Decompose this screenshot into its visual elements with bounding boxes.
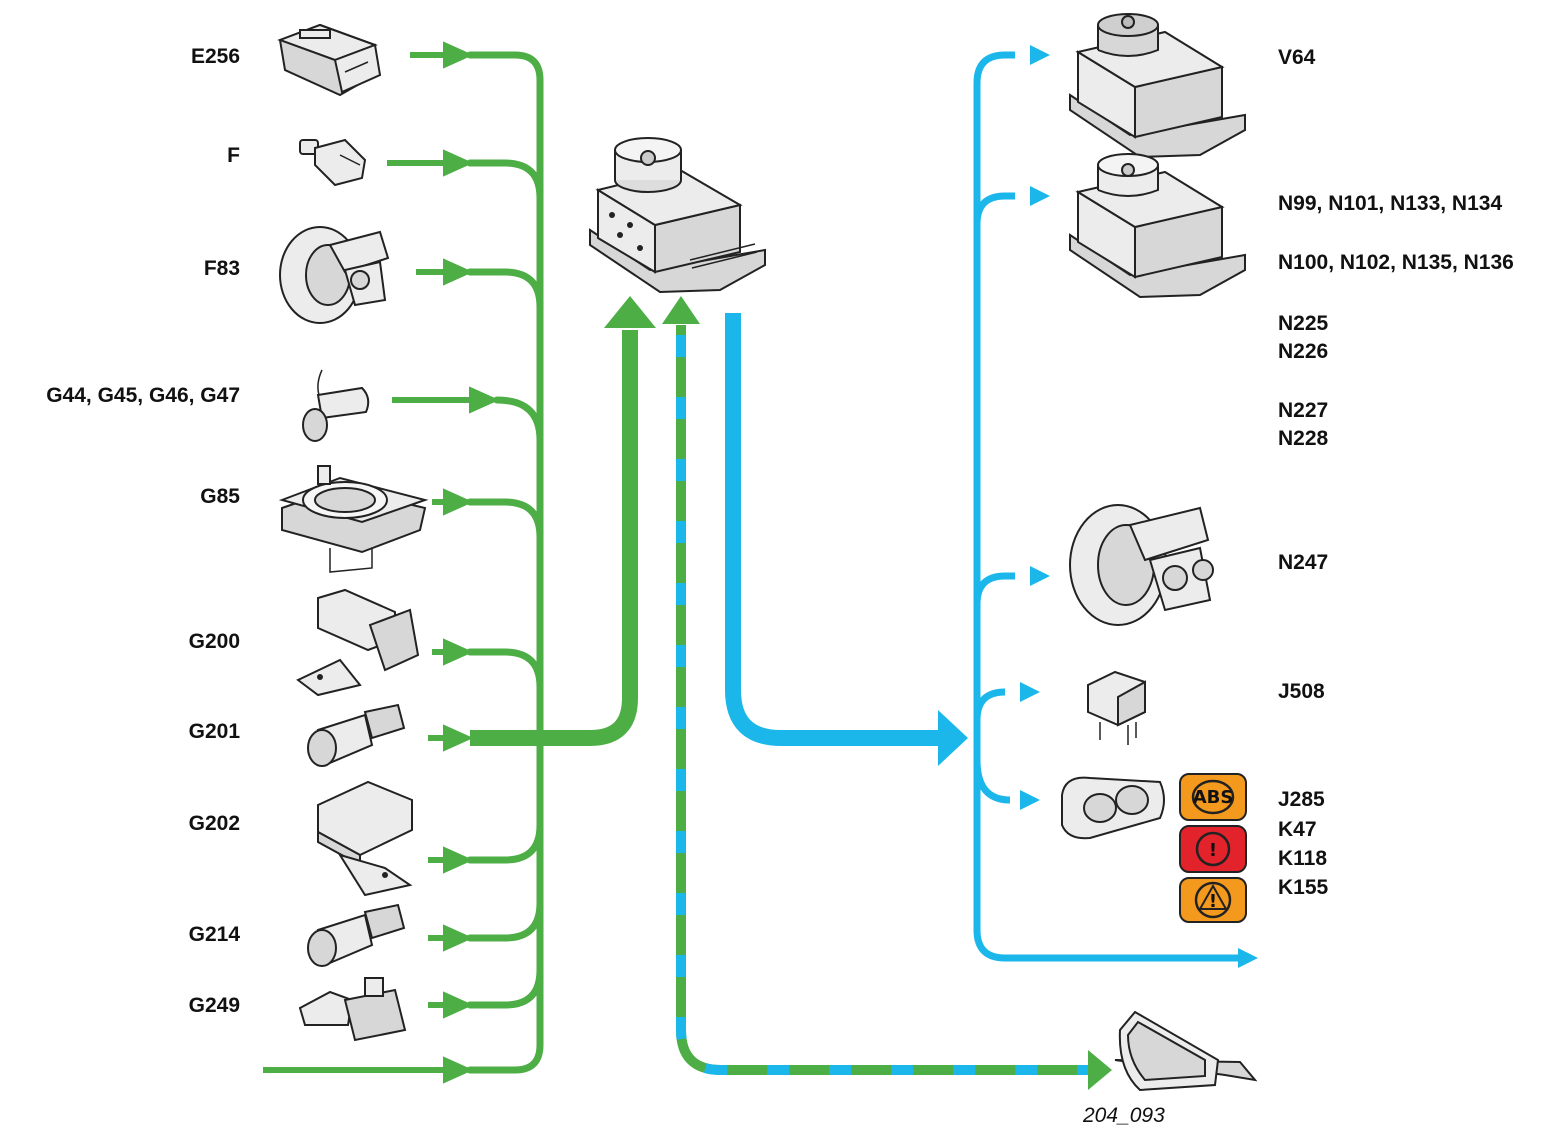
- input-bus: [466, 51, 544, 1074]
- label-G85: G85: [200, 485, 240, 508]
- label-N226: N226: [1278, 340, 1328, 363]
- label-N247: N247: [1278, 551, 1328, 574]
- label-valves-1: N99, N101, N133, N134: [1278, 192, 1502, 215]
- label-G202: G202: [189, 812, 240, 835]
- input-arrows: [263, 41, 500, 1084]
- figure-reference: 204_093: [1082, 1104, 1165, 1127]
- lateral-accel-sender-icon: [296, 588, 420, 697]
- wheel-speed-sensor-icon: [302, 369, 370, 442]
- label-K118: K118: [1278, 847, 1327, 870]
- output-bus: [973, 51, 1240, 962]
- label-K155: K155: [1278, 876, 1329, 899]
- abs-warning-text: ABS: [1193, 787, 1234, 808]
- abs-warning-icon: ABS: [1179, 773, 1247, 821]
- label-N228: N228: [1278, 427, 1329, 450]
- output-labels: V64 N99, N101, N133, N134 N100, N102, N1…: [1278, 46, 1514, 899]
- esp-warning-text: !: [1209, 891, 1217, 912]
- main-output-line: [725, 313, 940, 746]
- label-K47: K47: [1278, 818, 1317, 841]
- abs-control-unit-icon: [589, 137, 766, 294]
- label-G214: G214: [189, 923, 241, 946]
- main-input-line: [470, 330, 638, 746]
- relay-icon: [1087, 670, 1146, 745]
- yaw-rate-sender-icon: [317, 780, 413, 897]
- diagnosis-up-arrowhead: [662, 296, 700, 324]
- brake-light-switch-icon: [299, 138, 367, 187]
- pressure-sender-icon: [307, 703, 406, 767]
- diagnosis-line: [676, 325, 1092, 1075]
- label-G201: G201: [189, 720, 241, 743]
- label-N227: N227: [1278, 399, 1328, 422]
- accel-sender-icon: [298, 977, 407, 1042]
- label-J508: J508: [1278, 680, 1325, 703]
- output-arrows: [1020, 45, 1258, 968]
- brake-warning-text: !: [1209, 840, 1217, 861]
- brake-booster-icon: [279, 226, 390, 324]
- pressure-sender-icon: [307, 903, 406, 967]
- label-V64: V64: [1278, 46, 1316, 69]
- label-G200: G200: [189, 630, 240, 653]
- button-switch-icon: [277, 23, 382, 97]
- label-F: F: [227, 144, 240, 167]
- diagnosis-right-arrowhead: [1088, 1050, 1112, 1090]
- label-N225: N225: [1278, 312, 1329, 335]
- label-valves-2: N100, N102, N135, N136: [1278, 251, 1514, 274]
- label-F83: F83: [204, 257, 240, 280]
- label-J285: J285: [1278, 788, 1325, 811]
- input-labels: E256 F F83 G44, G45, G46, G47 G85 G200 G…: [46, 45, 240, 1017]
- brake-booster-output-icon: [1069, 504, 1214, 626]
- diagnostic-connector-icon: [1114, 1010, 1258, 1092]
- main-input-arrowhead: [604, 296, 656, 328]
- label-G44: G44, G45, G46, G47: [46, 384, 240, 407]
- brake-warning-icon: !: [1179, 825, 1247, 873]
- label-G249: G249: [189, 994, 240, 1017]
- esp-warning-icon: !: [1179, 877, 1247, 923]
- instrument-cluster-icon: [1061, 776, 1165, 840]
- label-E256: E256: [191, 45, 240, 68]
- main-output-arrowhead: [938, 710, 968, 766]
- valve-block-icon: [1069, 153, 1246, 299]
- steering-angle-sender-icon: [278, 465, 429, 573]
- hydraulic-pump-icon: [1069, 13, 1246, 159]
